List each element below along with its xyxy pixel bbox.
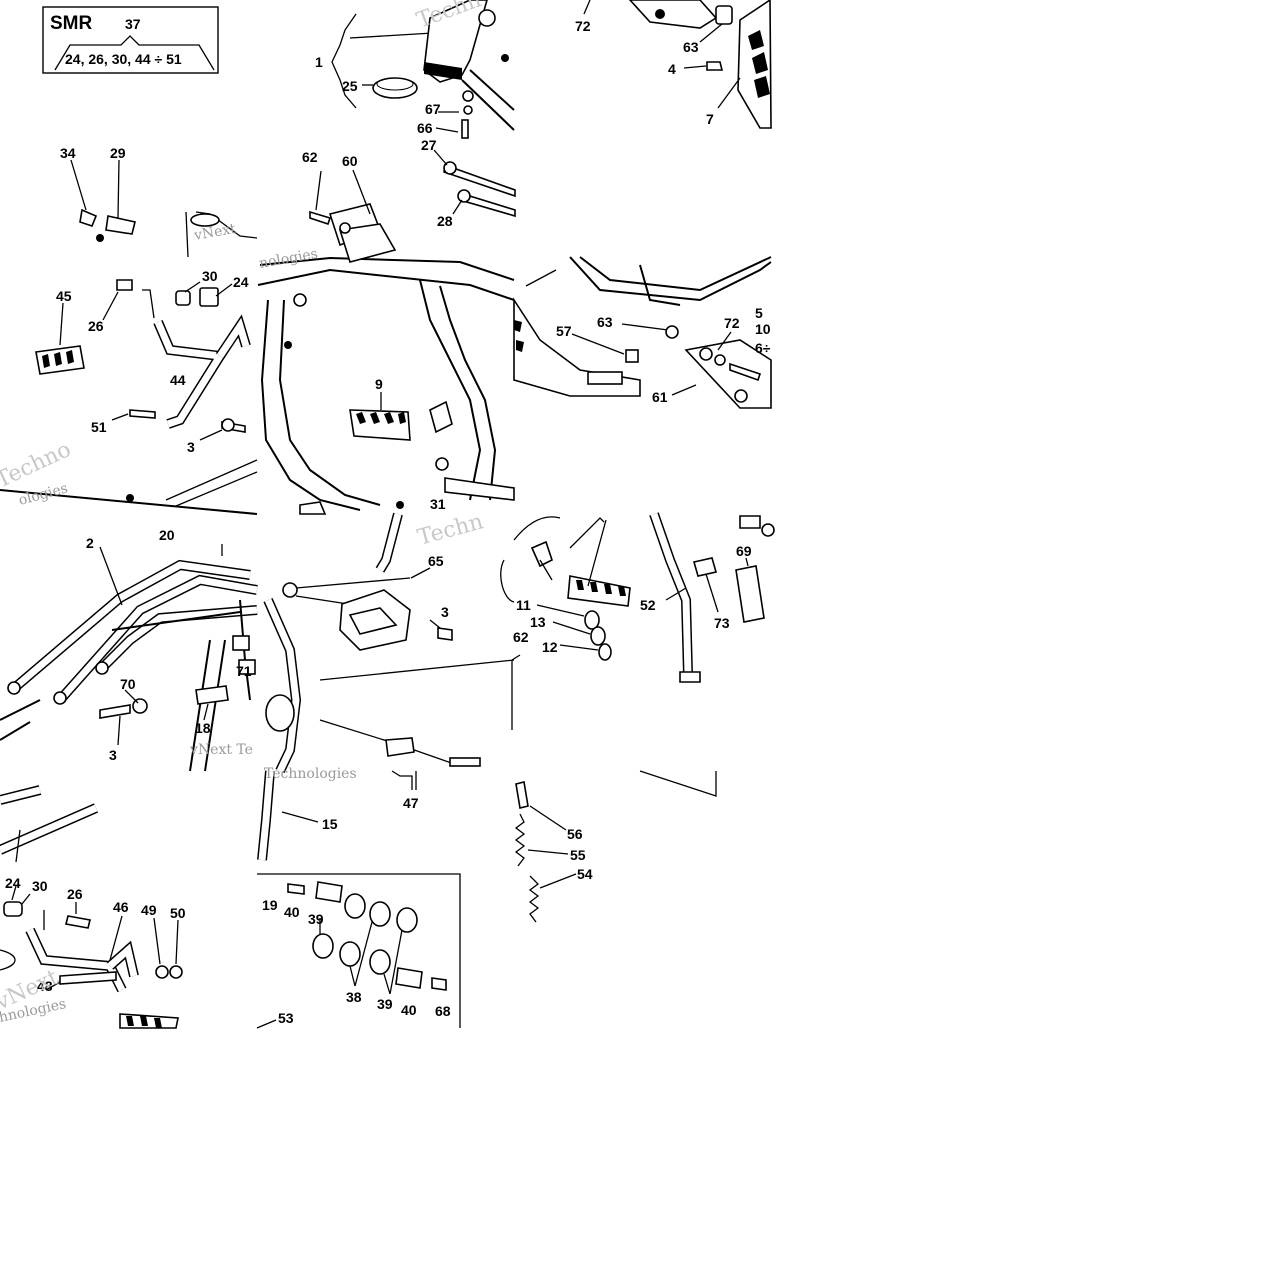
callout-20: 20 (159, 527, 175, 543)
callout-49: 49 (141, 902, 157, 918)
callout-72-right: 72 (724, 315, 740, 331)
callout-60: 60 (342, 153, 358, 169)
callout-66: 66 (417, 120, 433, 136)
watermark-text-2: vNext (192, 221, 237, 244)
callout-30-mid: 30 (202, 268, 218, 284)
callout-40-right: 40 (401, 1002, 417, 1018)
callout-39-right: 39 (377, 996, 393, 1012)
callout-6: 6÷ (755, 340, 771, 356)
callout-10: 10 (755, 321, 771, 337)
callout-5: 5 (755, 305, 763, 321)
callout-67: 67 (425, 101, 441, 117)
callout-1: 1 (315, 54, 323, 70)
callout-34: 34 (60, 145, 76, 161)
callout-27: 27 (421, 137, 437, 153)
callout-47: 47 (403, 795, 419, 811)
watermark-text-10: Technologies (264, 766, 357, 782)
callout-54: 54 (577, 866, 593, 882)
callout-24-mid: 24 (233, 274, 249, 290)
skid-plate-assembly: 57 63 72 61 5 10 6÷ (513, 256, 772, 409)
sidestand-spring-assembly: 56 55 54 (514, 770, 717, 923)
callout-11: 11 (516, 597, 531, 613)
callout-9: 9 (375, 376, 383, 392)
callout-3-guard: 3 (441, 604, 449, 620)
callout-51: 51 (91, 419, 107, 435)
callout-72-top: 72 (575, 18, 591, 34)
callout-62-peg: 62 (513, 629, 529, 645)
footpeg-sidestand-assembly: 11 13 12 62 52 73 69 (500, 512, 775, 730)
callout-57: 57 (556, 323, 572, 339)
callout-62-top: 62 (302, 149, 318, 165)
main-frame-assembly: 62 60 9 31 nologies (257, 149, 515, 515)
callout-24-lower: 24 (5, 875, 21, 891)
callout-15: 15 (322, 816, 338, 832)
callout-69: 69 (736, 543, 752, 559)
callout-73: 73 (714, 615, 730, 631)
callout-70: 70 (120, 676, 136, 692)
callout-61: 61 (652, 389, 668, 405)
swingarm-bushing-assembly: 15 47 19 40 39 38 39 40 68 53 Technologi… (256, 766, 461, 1029)
legend-ref: 37 (125, 16, 141, 32)
callout-40-left: 40 (284, 904, 300, 920)
watermark-text-7: Techn (415, 509, 486, 550)
legend-list: 24, 26, 30, 44 ÷ 51 (65, 51, 182, 67)
callout-18: 18 (195, 720, 211, 736)
watermark-text-6: vNext Te (189, 742, 253, 758)
watermark-text-4: ologies (17, 480, 70, 508)
callout-65: 65 (428, 553, 444, 569)
callout-26-lower: 26 (67, 886, 83, 902)
callout-4: 4 (668, 61, 676, 77)
legend-model: SMR (50, 13, 93, 34)
callout-63-right: 63 (597, 314, 613, 330)
gear-lever-assembly: 24 30 26 46 49 50 48 vNext hnologies (0, 785, 186, 1029)
callout-31: 31 (430, 496, 446, 512)
callout-45: 45 (56, 288, 72, 304)
callout-56: 56 (567, 826, 583, 842)
callout-38: 38 (346, 989, 362, 1005)
callout-46: 46 (113, 899, 129, 915)
callout-7: 7 (706, 111, 714, 127)
callout-3-sub: 3 (109, 747, 117, 763)
callout-19: 19 (262, 897, 278, 913)
callout-30-lower: 30 (32, 878, 48, 894)
chain-guard-assembly: 65 3 Techn (263, 509, 515, 774)
callout-55: 55 (570, 847, 586, 863)
callout-71: 71 (236, 663, 252, 679)
callout-48: 48 (37, 978, 53, 994)
callout-25: 25 (342, 78, 358, 94)
callout-44: 44 (170, 372, 186, 388)
callout-53: 53 (278, 1010, 294, 1026)
callout-2: 2 (86, 535, 94, 551)
callout-52: 52 (640, 597, 656, 613)
callout-39-left: 39 (308, 911, 324, 927)
callout-50: 50 (170, 905, 186, 921)
callout-3-mid: 3 (187, 439, 195, 455)
headstock-assembly: 1 25 67 66 27 28 Techn (315, 0, 516, 229)
callout-13: 13 (530, 614, 546, 630)
watermark-text-5: nologies (258, 246, 319, 272)
brake-pedal-assembly: 34 29 45 26 30 24 44 51 3 vNext Techno o… (0, 145, 258, 515)
callout-63-top: 63 (683, 39, 699, 55)
right-guard-assembly: 72 63 4 7 (575, 0, 772, 129)
callout-26-mid: 26 (88, 318, 104, 334)
callout-12: 12 (542, 639, 558, 655)
legend-box: SMR 37 24, 26, 30, 44 ÷ 51 (42, 6, 219, 74)
callout-29: 29 (110, 145, 126, 161)
callout-28: 28 (437, 213, 453, 229)
rear-subframe-assembly: 2 20 70 71 18 3 vNext Te (0, 527, 258, 772)
callout-68: 68 (435, 1003, 451, 1019)
